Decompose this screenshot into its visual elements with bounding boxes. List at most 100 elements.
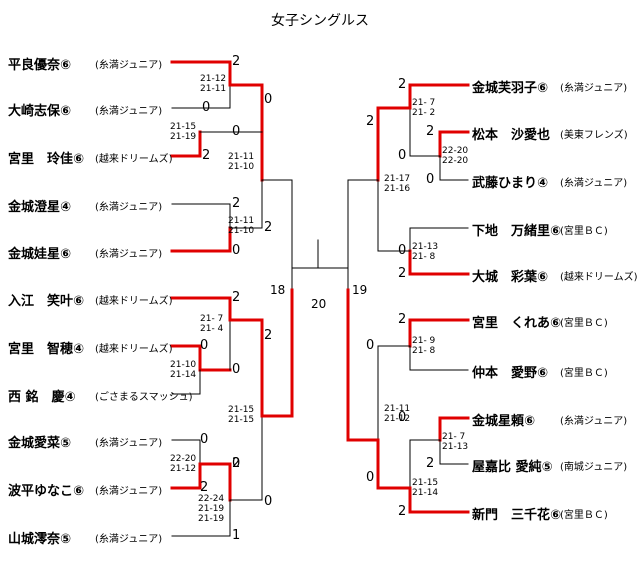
match-score: 0 (232, 124, 241, 139)
player-team: (越来ドリームズ) (95, 344, 173, 355)
bracket-line (346, 288, 380, 442)
bracket-line (229, 415, 263, 501)
match-score: 2 (398, 504, 407, 519)
player-team: (美東フレンズ) (560, 130, 628, 141)
match-score: 0 (232, 362, 241, 377)
player-name: 西 銘 慶④ (8, 390, 76, 405)
match-score: 0 (398, 243, 407, 258)
match-score: 2 (232, 196, 241, 211)
set-score: 22-24 21-19 21-19 (198, 494, 225, 524)
bracket-line (438, 416, 470, 442)
bracket-line (171, 499, 231, 537)
player-team: (糸満ジュニア) (95, 486, 163, 497)
match-score: 2 (202, 148, 211, 163)
set-score: 21- 7 21- 4 (200, 314, 224, 334)
match-number-right: 19 (352, 283, 368, 297)
player-team: (糸満ジュニア) (95, 249, 163, 260)
bracket-line (170, 344, 232, 372)
match-score: 2 (264, 328, 273, 343)
page-title: 女子シングルス (271, 13, 369, 29)
bracket-line (408, 318, 470, 348)
bracket-line (439, 439, 469, 465)
player-name: 金城星頼⑥ (472, 414, 536, 429)
player-team: (糸満ジュニア) (95, 202, 163, 213)
bracket-line (409, 345, 469, 371)
bracket-line (228, 318, 264, 418)
player-name: 宮里 くれあ⑥ (472, 316, 562, 331)
bracket-line (408, 249, 470, 276)
bracket-line (261, 179, 293, 291)
bracket-line (171, 439, 201, 465)
match-score: 2 (426, 456, 435, 471)
player-name: 新門 三千花⑥ (472, 508, 562, 523)
set-score: 21-13 21- 8 (412, 242, 439, 262)
bracket-line (170, 296, 232, 322)
match-score: 2 (232, 290, 241, 305)
set-score: 22-20 22-20 (442, 146, 469, 166)
bracket-line (409, 227, 469, 252)
bracket-line (170, 130, 202, 158)
player-name: 松本 沙愛也 (472, 128, 551, 143)
bracket-line (377, 345, 411, 441)
match-score: 0 (366, 470, 375, 485)
match-score: 0 (366, 338, 375, 353)
player-name: 金城愛菜⑤ (8, 436, 72, 451)
player-name: 金城芙羽子⑥ (472, 81, 549, 96)
bracket-line (408, 486, 470, 514)
bracket-line (439, 155, 469, 181)
player-name: 大城 彩葉⑥ (472, 270, 549, 285)
player-name: 入江 笑叶⑥ (8, 294, 85, 309)
set-score: 21-11 21-10 (228, 152, 255, 172)
player-name: 宮里 玲佳⑥ (8, 152, 85, 167)
match-score: 2 (366, 114, 375, 129)
set-score: 21- 9 21- 8 (412, 336, 436, 356)
player-team: (糸満ジュニア) (95, 534, 163, 545)
player-name: 金城澄星④ (8, 200, 72, 215)
player-team: (糸満ジュニア) (95, 438, 163, 449)
bracket-line (260, 288, 294, 418)
match-score: 0 (200, 432, 209, 447)
set-score: 21-15 21-14 (412, 478, 439, 498)
bracket-line (409, 107, 441, 157)
player-team: (越来ドリームズ) (560, 272, 638, 283)
player-team: (糸満ジュニア) (95, 60, 163, 71)
set-score: 21-12 21-11 (200, 74, 227, 94)
player-team: (糸満ジュニア) (95, 106, 163, 117)
player-team: (宮里ＢＣ) (560, 318, 608, 329)
player-name: 山城澪奈⑤ (8, 532, 72, 547)
bracket-line (171, 203, 231, 229)
bracket-line (171, 369, 201, 395)
player-team: (宮里ＢＣ) (560, 226, 608, 237)
player-name: 波平ゆなこ⑥ (8, 484, 85, 499)
bracket-line (409, 439, 441, 489)
match-score: 0 (398, 148, 407, 163)
bracket-line (376, 438, 412, 490)
bracket-line (347, 179, 379, 291)
match-score: 2 (426, 124, 435, 139)
set-score: 21-15 21-19 (170, 122, 197, 142)
player-team: (糸満ジュニア) (560, 416, 628, 427)
bracket-line (229, 179, 263, 229)
player-name: 大崎志保⑥ (8, 104, 72, 119)
set-score: 21-11 21-10 (228, 216, 255, 236)
match-score: 0 (202, 100, 211, 115)
player-team: (宮里ＢＣ) (560, 510, 608, 521)
bracket-line (170, 226, 232, 253)
set-score: 21-15 21-15 (228, 405, 255, 425)
match-score: 2 (398, 266, 407, 281)
match-score: 1 (232, 528, 241, 543)
bracket-line (377, 179, 411, 252)
match-score: 2 (264, 220, 273, 235)
player-name: 屋嘉比 愛純⑤ (472, 460, 553, 475)
match-number-left: 18 (270, 283, 286, 297)
match-score: 0 (264, 494, 273, 509)
player-name: 武藤ひまり④ (472, 176, 549, 191)
match-number-final: 20 (311, 297, 327, 311)
player-team: (越来ドリームズ) (95, 296, 173, 307)
match-score: 0 (426, 172, 435, 187)
bracket-line (171, 84, 231, 109)
set-score: 22-20 21-12 (170, 454, 197, 474)
match-score: 2 (398, 312, 407, 327)
set-score: 21-17 21-16 (384, 174, 411, 194)
